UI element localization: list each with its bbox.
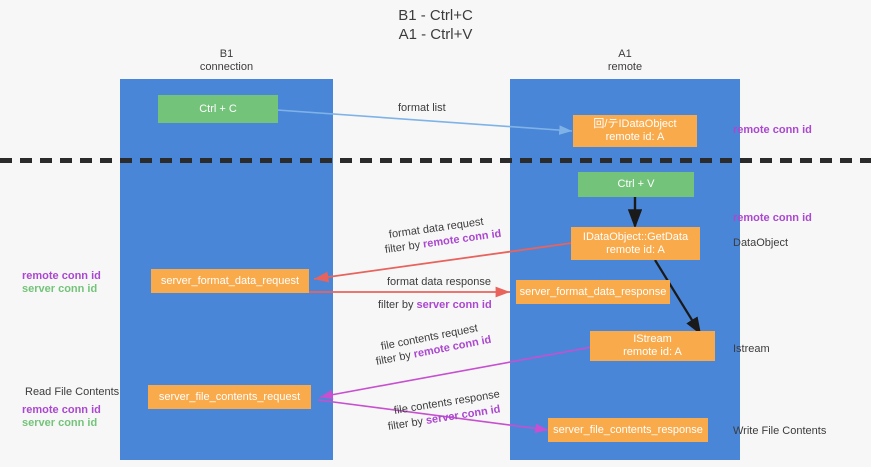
box-idataobject-top-line1: 回/テIDataObject [593, 118, 677, 130]
edge-label-format-list: format list [398, 101, 446, 115]
side-label-left-remote-conn-id: remote conn id [22, 269, 101, 283]
box-istream-line1: IStream [633, 333, 672, 345]
box-server-format-data-request[interactable]: server_format_data_request [151, 269, 309, 293]
side-label-left-server-conn-id-2: server conn id [22, 416, 97, 430]
side-label-write-file-contents: Write File Contents [733, 424, 826, 438]
side-label-istream: Istream [733, 342, 770, 356]
box-ctrl-v[interactable]: Ctrl + V [578, 172, 694, 197]
box-istream[interactable]: IStream remote id: A [590, 331, 715, 361]
edge-label-format-data-response: format data response [387, 275, 491, 289]
box-server-file-contents-response[interactable]: server_file_contents_response [548, 418, 708, 442]
column-sub-b1: connection [199, 61, 254, 73]
filter-prefix: filter by [378, 299, 417, 311]
box-idataobject-top[interactable]: 回/テIDataObject remote id: A [573, 115, 697, 147]
side-label-remote-conn-id-top: remote conn id [733, 123, 812, 137]
diagram-title: B1 - Ctrl+C A1 - Ctrl+V [0, 6, 871, 44]
title-line-2: A1 - Ctrl+V [398, 26, 473, 43]
box-getdata-line1: IDataObject::GetData [582, 230, 689, 243]
box-server-file-contents-response-label: server_file_contents_response [553, 423, 703, 436]
box-ctrl-v-label: Ctrl + V [617, 178, 655, 190]
column-header-b1: B1 connection [120, 48, 333, 74]
box-ctrl-c[interactable]: Ctrl + C [158, 95, 278, 123]
box-server-format-data-request-label: server_format_data_request [160, 274, 300, 287]
column-name-a1: A1 [618, 48, 632, 60]
filter-prefix: filter by [384, 238, 424, 256]
side-label-left-remote-conn-id-text: remote conn id [22, 270, 101, 282]
side-label-left-remote-conn-id-2: remote conn id [22, 403, 101, 417]
filter-prefix: filter by [387, 415, 427, 433]
side-label-read-file-contents-text: Read File Contents [25, 386, 120, 398]
box-idataobject-top-line2: remote id: A [605, 131, 665, 143]
box-server-format-data-response-label: server_format_data_response [519, 285, 667, 298]
column-sub-a1: remote [607, 61, 643, 73]
side-label-write-file-contents-text: Write File Contents [733, 425, 827, 437]
side-label-dataobject: DataObject [733, 236, 788, 250]
side-label-left-server-conn-id: server conn id [22, 282, 97, 296]
edge-label-format-data-response-filter: filter by server conn id [378, 298, 492, 312]
title-line-1: B1 - Ctrl+C [398, 7, 473, 24]
box-server-format-data-response[interactable]: server_format_data_response [516, 280, 670, 304]
side-label-left-remote-conn-id-2-text: remote conn id [22, 404, 101, 416]
column-name-b1: B1 [219, 48, 234, 60]
box-istream-line2: remote id: A [623, 346, 682, 358]
side-label-istream-text: Istream [733, 343, 770, 355]
side-label-dataobject-text: DataObject [733, 237, 789, 249]
filter-prefix: filter by [374, 348, 415, 368]
box-ctrl-c-label: Ctrl + C [199, 102, 237, 115]
section-divider [0, 158, 871, 163]
edge-label-format-data-response-text: format data response [387, 276, 491, 288]
box-server-file-contents-request-label: server_file_contents_request [158, 390, 301, 403]
side-label-left-server-conn-id-text: server conn id [22, 283, 98, 295]
box-getdata[interactable]: IDataObject::GetData remote id: A [571, 227, 700, 260]
side-label-read-file-contents: Read File Contents [25, 385, 119, 399]
side-label-remote-conn-id-top-text: remote conn id [733, 124, 812, 136]
side-label-left-server-conn-id-2-text: server conn id [22, 417, 98, 429]
box-getdata-line2: remote id: A [606, 243, 665, 256]
side-label-remote-conn-id-mid: remote conn id [733, 211, 812, 225]
edge-label-format-list-text: format list [398, 102, 446, 114]
side-label-remote-conn-id-mid-text: remote conn id [733, 212, 812, 224]
column-header-a1: A1 remote [510, 48, 740, 74]
filter-key-server-conn-id: server conn id [416, 299, 492, 311]
box-server-file-contents-request[interactable]: server_file_contents_request [148, 385, 311, 409]
